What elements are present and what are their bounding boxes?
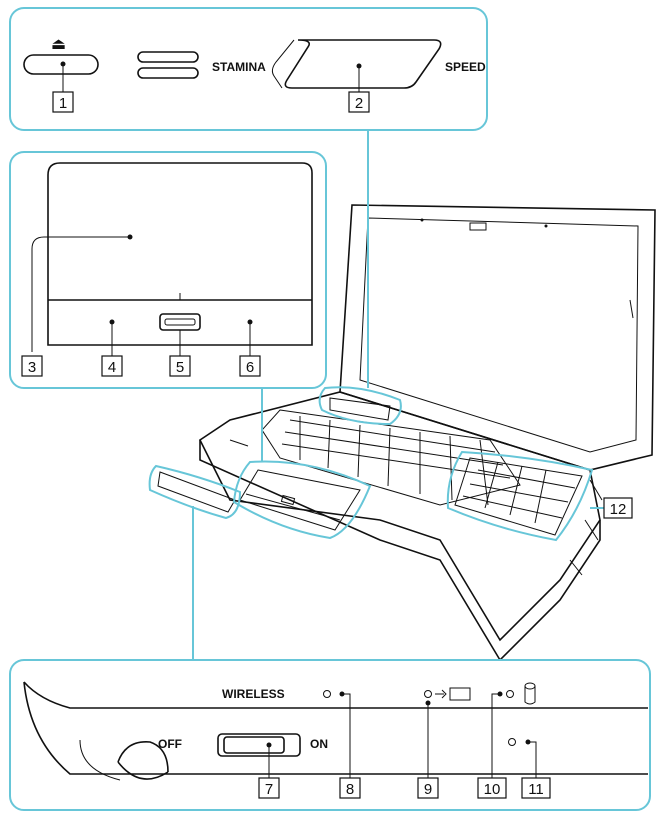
numeric-keypad <box>454 457 583 536</box>
svg-text:9: 9 <box>424 781 432 798</box>
callout-6: 6 <box>239 355 261 377</box>
callout-5: 5 <box>169 355 191 377</box>
callout-9: 9 <box>417 777 439 799</box>
keyboard <box>261 409 521 506</box>
svg-text:1: 1 <box>59 95 67 112</box>
callout-4: 4 <box>101 355 123 377</box>
switch-grille-bottom <box>137 67 199 79</box>
charge-indicator-led <box>424 690 432 698</box>
svg-text:8: 8 <box>346 781 354 798</box>
webcam-icon <box>469 222 487 231</box>
callout-12: 12 <box>603 497 633 519</box>
front-panel-frame <box>9 659 651 811</box>
wireless-switch[interactable] <box>223 736 285 754</box>
highlight-outlines <box>148 130 604 660</box>
touchpad-surface[interactable] <box>47 162 313 346</box>
svg-text:4: 4 <box>108 359 116 376</box>
callout-8: 8 <box>339 777 361 799</box>
svg-text:2: 2 <box>355 95 363 112</box>
callout-10: 10 <box>477 777 507 799</box>
top-buttons-panel: ⏏ STAMINA SPEED <box>9 7 488 131</box>
disk-indicator-led <box>506 690 514 698</box>
svg-text:6: 6 <box>246 359 254 376</box>
wireless-label: WIRELESS <box>222 687 285 701</box>
eject-icon: ⏏ <box>51 36 66 53</box>
touchpad-panel-frame <box>9 151 327 389</box>
side-ports <box>569 479 603 576</box>
callout-7: 7 <box>258 777 280 799</box>
svg-text:5: 5 <box>176 359 184 376</box>
wireless-switch-track <box>217 733 301 757</box>
svg-text:10: 10 <box>484 781 501 798</box>
laptop-illustration <box>157 204 656 662</box>
deck-touchpad <box>239 469 361 531</box>
switch-grille-top <box>137 51 199 63</box>
svg-text:3: 3 <box>28 359 36 376</box>
deck-top-buttons <box>329 397 391 421</box>
speed-label: SPEED <box>445 60 486 74</box>
disk-drive-icon <box>524 682 536 705</box>
callout-11: 11 <box>521 777 551 799</box>
battery-charge-icon <box>435 687 471 701</box>
svg-text:11: 11 <box>528 781 544 798</box>
svg-text:12: 12 <box>610 501 627 518</box>
callout-1: 1 <box>52 91 74 113</box>
callout-labels: 1 2 3 4 5 6 7 8 <box>21 91 633 799</box>
callout-3: 3 <box>21 355 43 377</box>
stamina-label: STAMINA <box>212 60 266 74</box>
eject-button[interactable] <box>23 54 99 75</box>
svg-text:7: 7 <box>265 781 273 798</box>
off-label: OFF <box>158 737 182 751</box>
front-edge-panel: OFF ON WIRELESS <box>9 659 651 811</box>
callout-2: 2 <box>348 91 370 113</box>
wireless-indicator-led <box>323 690 331 698</box>
touchpad-panel <box>9 151 327 389</box>
stamina-speed-switch[interactable] <box>284 39 442 89</box>
on-label: ON <box>310 737 328 751</box>
deck-front-indicators <box>157 471 236 513</box>
power-indicator-led <box>508 738 516 746</box>
